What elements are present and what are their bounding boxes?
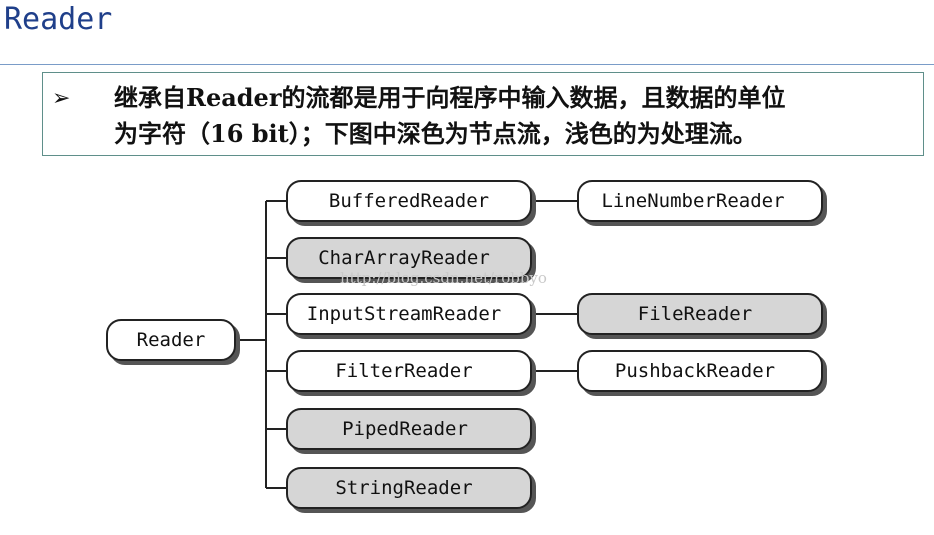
title-divider (0, 64, 934, 65)
note-text: 继承自Reader的流都是用于向程序中输入数据，且数据的单位 为字符（16 bi… (114, 80, 914, 152)
node-pipedreader: PipedReader (286, 408, 532, 450)
connector-lines (235, 200, 578, 489)
node-label-chararrayreader: CharArrayReader (318, 247, 490, 269)
page-title: Reader (4, 2, 113, 37)
watermark-text: http://blog.csdn.net/robbyo (340, 269, 547, 287)
node-label-bufferedreader: BufferedReader (329, 190, 489, 212)
node-pushbackreader: PushbackReader (577, 350, 823, 392)
node-stringreader: StringReader (286, 467, 532, 509)
node-label-pipedreader: PipedReader (342, 418, 468, 440)
node-filterreader: FilterReader (286, 350, 532, 392)
node-label-filereader: FileReader (638, 303, 752, 325)
node-label-reader: Reader (137, 329, 206, 351)
node-chararrayreader: CharArrayReader (286, 237, 532, 279)
note-box (42, 72, 924, 156)
node-label-linenumberreader: LineNumberReader (601, 190, 784, 212)
node-inputstreamreader: InputStreamReader (286, 293, 532, 335)
node-linenumberreader: LineNumberReader (577, 180, 823, 222)
node-reader: Reader (106, 319, 236, 361)
node-label-pushbackreader: PushbackReader (615, 360, 775, 382)
bullet-arrow-icon: ➢ (52, 86, 71, 111)
node-label-stringreader: StringReader (335, 477, 472, 499)
node-label-inputstreamreader: InputStreamReader (307, 303, 501, 325)
note-line-1: 继承自Reader的流都是用于向程序中输入数据，且数据的单位 (114, 83, 786, 112)
note-line-2: 为字符（16 bit）；下图中深色为节点流，浅色的为处理流。 (114, 119, 757, 148)
node-label-filterreader: FilterReader (335, 360, 472, 382)
node-bufferedreader: BufferedReader (286, 180, 532, 222)
node-filereader: FileReader (577, 293, 823, 335)
